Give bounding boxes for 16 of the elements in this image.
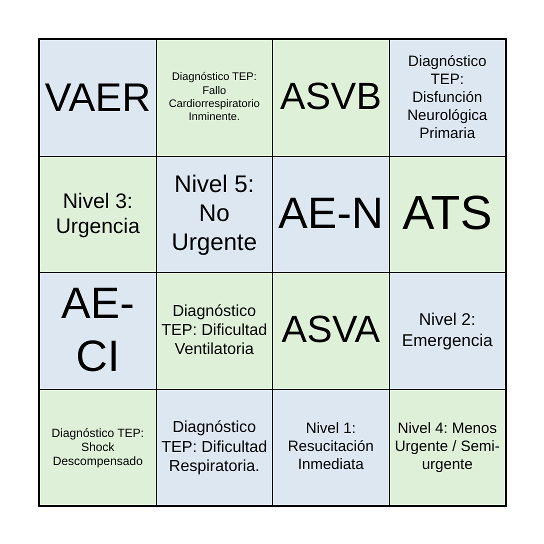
cell-text: ATS	[402, 186, 492, 242]
cell-text: AE-CI	[60, 278, 136, 383]
cell-text: Nivel 5: No Urgente	[170, 171, 258, 258]
cell-text: Nivel 2: Emergencia	[400, 310, 494, 352]
cell-text: ASVB	[280, 74, 382, 120]
cell-text: VAER	[44, 74, 151, 122]
cell-text: AE-N	[278, 188, 384, 240]
cell-text: Diagnóstico TEP: Disfunción Neurológica Primaria	[406, 52, 488, 143]
cell-text: Diagnóstico TEP: Dificultad Ventilatoria	[160, 302, 268, 360]
cell-text: ASVA	[281, 308, 380, 353]
cell-text: Diagnóstico TEP: Fallo Cardiorrespiratorio Inminente.	[168, 71, 261, 124]
cell-text: Diagnóstico TEP: Dificultad Respiratoria.	[160, 418, 268, 476]
cell-text: Nivel 1: Resucitación Inmediata	[286, 420, 375, 474]
cell-text: Nivel 3: Urgencia	[54, 189, 141, 240]
cell-text: Diagnóstico TEP: Shock Descompensado	[50, 426, 145, 469]
cell-text: Nivel 4: Menos Urgente / Semi-urgente	[394, 420, 501, 474]
